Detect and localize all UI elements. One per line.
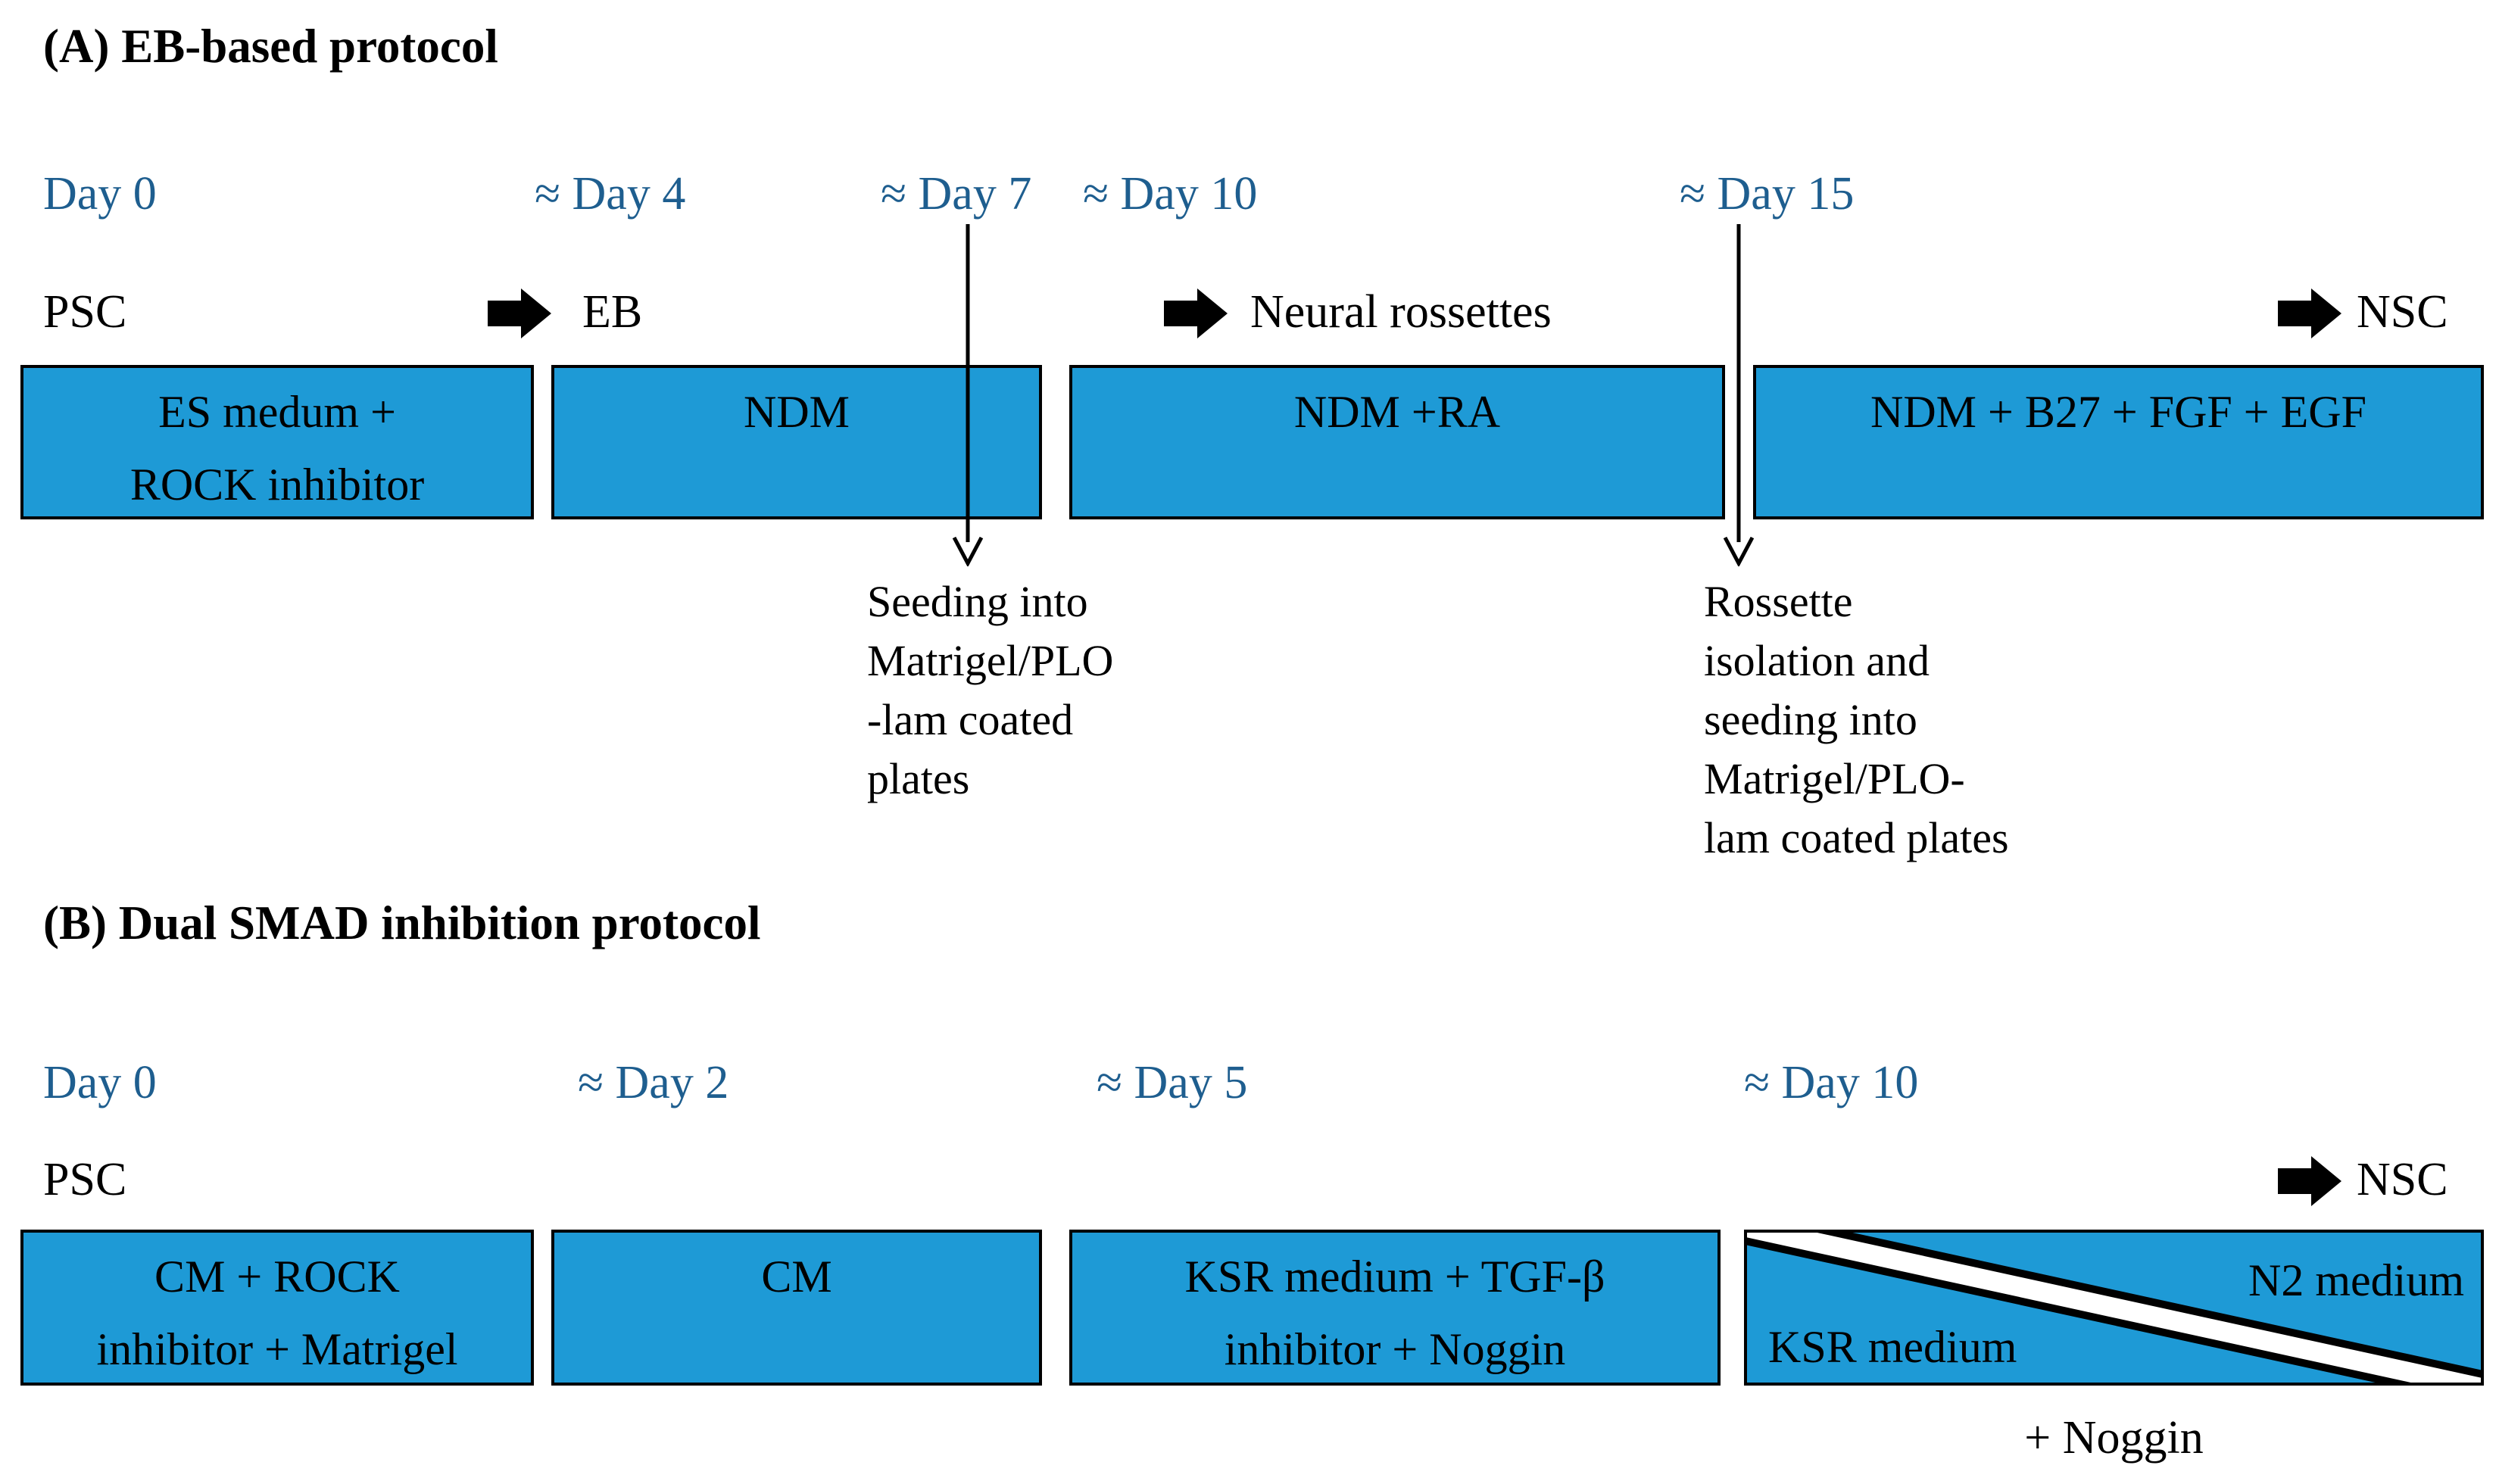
medium-box-a-ndm-ra: NDM +RA	[1069, 365, 1725, 519]
day-label-a-day15: ≈ Day 15	[1680, 168, 1855, 220]
day-label-b-day0: Day 0	[43, 1057, 157, 1108]
down-arrow-icon	[952, 224, 984, 566]
right-arrow-icon	[1164, 288, 1228, 338]
day-label-b-day5: ≈ Day 5	[1097, 1057, 1248, 1108]
stage-label-a-psc: PSC	[43, 286, 127, 338]
day-label-a-day4: ≈ Day 4	[535, 168, 686, 220]
annotation-seeding: Seeding into Matrigel/PLO -lam coated pl…	[867, 577, 1114, 803]
medium-box-b-split: N2 medium KSR medium	[1744, 1230, 2484, 1386]
right-arrow-icon	[2278, 1156, 2341, 1206]
medium-box-a-ndm-b27-fgf-egf: NDM + B27 + FGF + EGF	[1753, 365, 2484, 519]
noggin-caption: + Noggin	[2024, 1412, 2204, 1464]
medium-box-a-ndm: NDM	[551, 365, 1042, 519]
section-a-title: (A) EB-based protocol	[43, 20, 498, 73]
medium-box-b-ksr-tgfb-noggin: KSR medium + TGF-β inhibitor + Noggin	[1069, 1230, 1721, 1386]
day-label-b-day2: ≈ Day 2	[578, 1057, 729, 1108]
diagonal-divider	[1747, 1233, 2481, 1383]
split-box-ksr-label: KSR medium	[1768, 1322, 2017, 1372]
annotation-rosette-isolation: Rossette isolation and seeding into Matr…	[1704, 577, 2009, 862]
stage-label-a-neural-rosettes: Neural rossettes	[1250, 286, 1552, 338]
day-label-a-day7: ≈ Day 7	[881, 168, 1032, 220]
day-label-a-day0: Day 0	[43, 168, 157, 220]
section-b-title: (B) Dual SMAD inhibition protocol	[43, 896, 761, 949]
stage-label-b-psc: PSC	[43, 1154, 127, 1205]
stage-label-a-eb: EB	[582, 286, 643, 338]
medium-box-a-es-rock: ES medum + ROCK inhibitor	[20, 365, 534, 519]
stage-label-b-nsc: NSC	[2357, 1154, 2448, 1205]
right-arrow-icon	[488, 288, 551, 338]
stage-label-a-nsc: NSC	[2357, 286, 2448, 338]
split-box-n2-label: N2 medium	[2248, 1255, 2464, 1305]
medium-box-b-cm-rock-matrigel: CM + ROCK inhibitor + Matrigel	[20, 1230, 534, 1386]
day-label-a-day10: ≈ Day 10	[1083, 168, 1258, 220]
down-arrow-icon	[1723, 224, 1755, 566]
right-arrow-icon	[2278, 288, 2341, 338]
day-label-b-day10: ≈ Day 10	[1744, 1057, 1919, 1108]
medium-box-b-cm: CM	[551, 1230, 1042, 1386]
